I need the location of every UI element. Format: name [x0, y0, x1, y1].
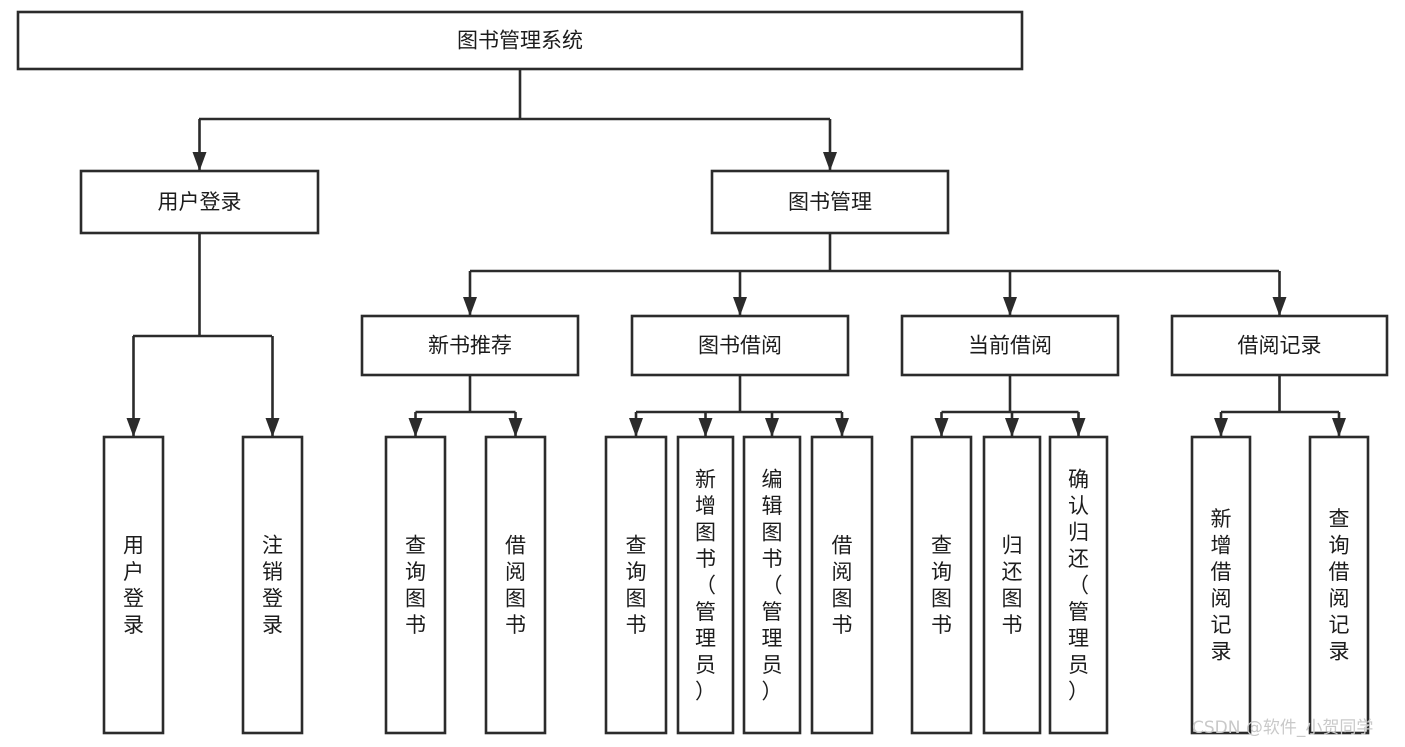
arrow-head-icon — [1214, 418, 1228, 437]
node-label: 查询借阅记录 — [1329, 507, 1350, 664]
node-box[interactable] — [910, 435, 973, 735]
node-box[interactable] — [982, 435, 1042, 735]
connector-edges — [126, 69, 1346, 437]
node-borrow-book-1[interactable]: 借阅图书 — [484, 435, 547, 735]
node-box[interactable] — [810, 435, 874, 735]
node-label: 新增图书（管理员） — [695, 467, 716, 703]
node-query-book-2[interactable]: 查询图书 — [604, 435, 668, 735]
node-box[interactable] — [1170, 314, 1389, 377]
arrow-head-icon — [408, 418, 423, 437]
node-root[interactable]: 图书管理系统 — [16, 10, 1024, 71]
arrow-head-icon — [698, 418, 713, 437]
node-query-borrow-record[interactable]: 查询借阅记录 — [1308, 435, 1370, 735]
node-label: 借阅图书 — [505, 534, 526, 638]
node-box[interactable] — [384, 435, 447, 735]
node-borrow-records[interactable]: 借阅记录 — [1170, 314, 1389, 377]
arrow-head-icon — [1005, 418, 1019, 437]
node-user-logout[interactable]: 注销登录 — [241, 435, 304, 735]
node-label: 图书借阅 — [698, 334, 782, 358]
node-box[interactable] — [1308, 435, 1370, 735]
node-box[interactable] — [241, 435, 304, 735]
arrow-head-icon — [1071, 418, 1086, 437]
node-query-book-1[interactable]: 查询图书 — [384, 435, 447, 735]
node-label: 当前借阅 — [968, 334, 1052, 358]
node-box[interactable] — [16, 10, 1024, 71]
arrow-head-icon — [765, 418, 779, 437]
node-current-borrow[interactable]: 当前借阅 — [900, 314, 1120, 377]
arrow-head-icon — [934, 418, 949, 437]
csdn-watermark: CSDN @软件_小贺同学 — [1192, 718, 1373, 738]
node-label: 借阅记录 — [1238, 334, 1322, 358]
node-label: 查询图书 — [626, 534, 647, 638]
node-box[interactable] — [676, 435, 735, 735]
diagram-nodes: 图书管理系统用户登录用户登录注销登录图书管理新书推荐查询图书借阅图书图书借阅查询… — [16, 10, 1389, 735]
node-label: 查询图书 — [931, 534, 952, 638]
node-label: 新增借阅记录 — [1211, 507, 1232, 664]
node-label: 归还图书 — [1002, 534, 1023, 638]
node-box[interactable] — [900, 314, 1120, 377]
node-label: 借阅图书 — [832, 534, 853, 638]
arrow-head-icon — [629, 418, 643, 437]
arrow-head-icon — [463, 297, 477, 316]
node-box[interactable] — [1190, 435, 1252, 735]
node-label: 注销登录 — [262, 534, 283, 638]
node-book-borrow[interactable]: 图书借阅 — [630, 314, 850, 377]
node-label: 用户登录 — [158, 190, 242, 214]
node-label: 用户登录 — [123, 534, 144, 638]
arrow-head-icon — [1003, 297, 1017, 316]
node-confirm-return-admin[interactable]: 确认归还（管理员） — [1048, 435, 1109, 735]
node-edit-book-admin[interactable]: 编辑图书（管理员） — [742, 435, 802, 735]
arrow-head-icon — [1332, 418, 1346, 437]
node-box[interactable] — [102, 435, 165, 735]
node-add-book-admin[interactable]: 新增图书（管理员） — [676, 435, 735, 735]
node-box[interactable] — [484, 435, 547, 735]
node-user-login[interactable]: 用户登录 — [79, 169, 320, 235]
node-box[interactable] — [630, 314, 850, 377]
node-add-borrow-record[interactable]: 新增借阅记录 — [1190, 435, 1252, 735]
node-box[interactable] — [710, 169, 950, 235]
arrow-head-icon — [192, 152, 207, 171]
node-borrow-book-2[interactable]: 借阅图书 — [810, 435, 874, 735]
node-new-book-recommend[interactable]: 新书推荐 — [360, 314, 580, 377]
node-box[interactable] — [360, 314, 580, 377]
node-label: 确认归还（管理员） — [1068, 467, 1089, 703]
node-book-management[interactable]: 图书管理 — [710, 169, 950, 235]
node-box[interactable] — [604, 435, 668, 735]
arrow-head-icon — [1272, 297, 1287, 316]
arrow-head-icon — [508, 418, 523, 437]
node-query-book-3[interactable]: 查询图书 — [910, 435, 973, 735]
arrow-head-icon — [835, 418, 849, 437]
arrow-head-icon — [265, 418, 280, 437]
node-user-login-do[interactable]: 用户登录 — [102, 435, 165, 735]
arrow-head-icon — [823, 152, 837, 171]
node-box[interactable] — [742, 435, 802, 735]
node-label: 查询图书 — [405, 534, 426, 638]
node-label: 新书推荐 — [428, 334, 512, 358]
node-box[interactable] — [1048, 435, 1109, 735]
node-return-book[interactable]: 归还图书 — [982, 435, 1042, 735]
arrow-head-icon — [126, 418, 141, 437]
node-label: 图书管理 — [788, 190, 872, 214]
arrow-head-icon — [733, 297, 747, 316]
node-box[interactable] — [79, 169, 320, 235]
node-label: 图书管理系统 — [457, 29, 583, 53]
node-label: 编辑图书（管理员） — [762, 467, 783, 703]
